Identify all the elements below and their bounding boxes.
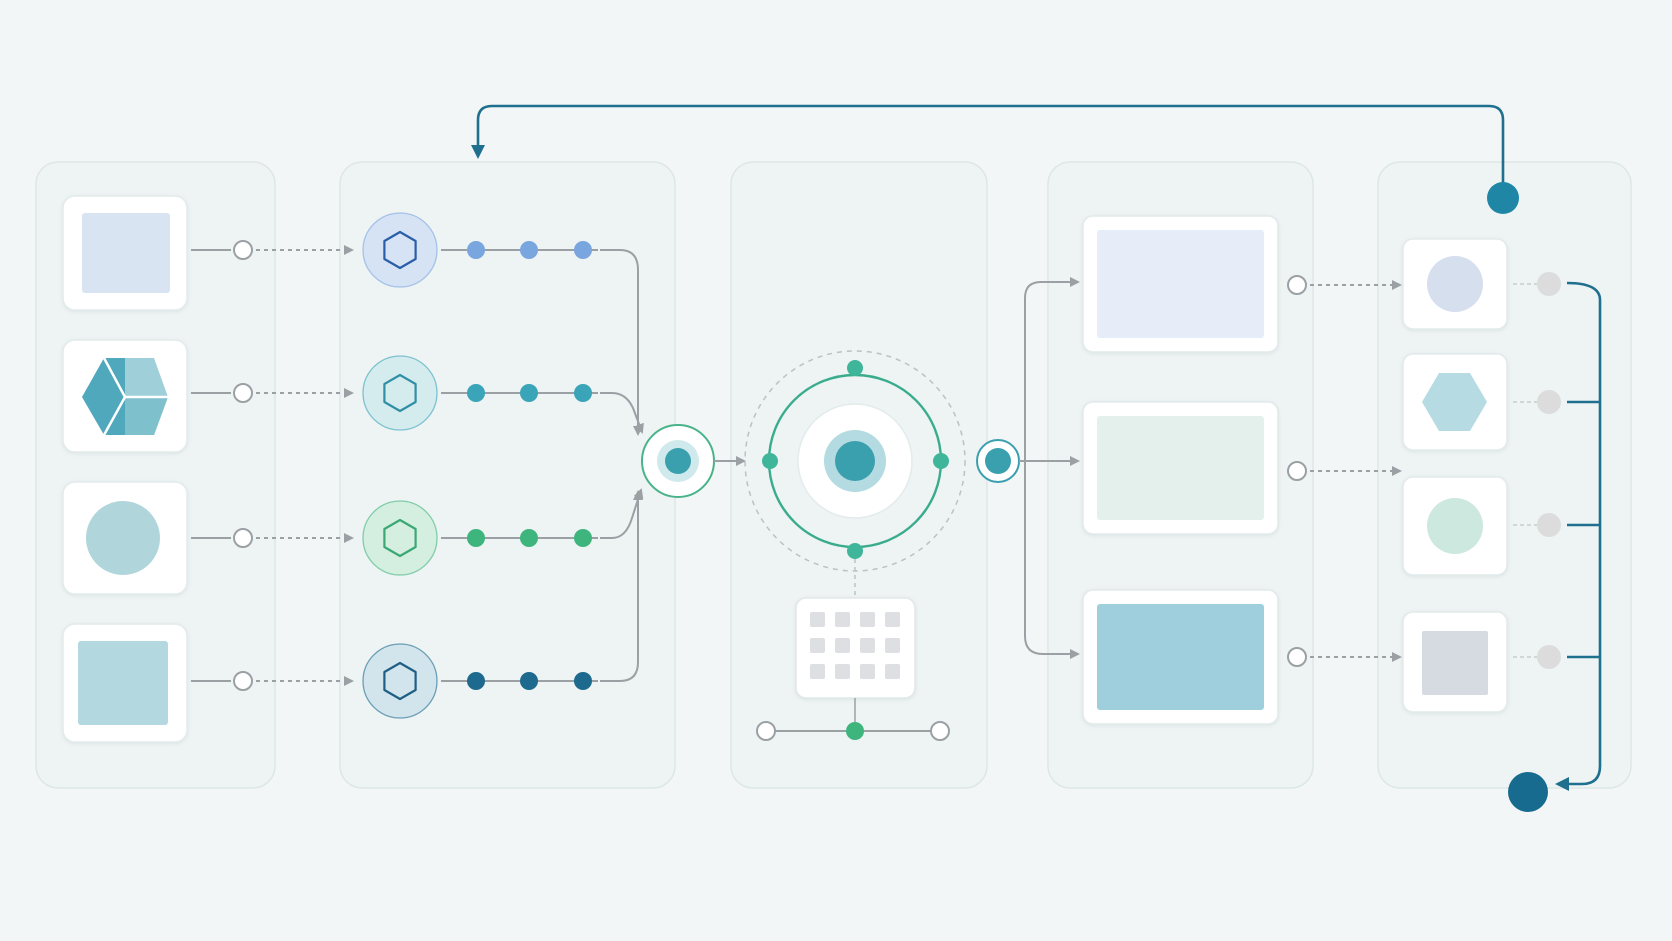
input-card-3 — [62, 481, 188, 595]
circle-icon — [1427, 498, 1483, 554]
hub-target-icon — [744, 350, 966, 572]
grid-icon — [795, 597, 916, 699]
processor-row-1 — [362, 212, 598, 288]
input-card-2 — [62, 339, 188, 453]
grid-cell — [885, 638, 900, 653]
square-icon — [82, 213, 170, 293]
cube-icon — [82, 357, 168, 436]
output-card-2 — [1082, 401, 1279, 535]
processor-row-4 — [362, 643, 598, 719]
processor-dot — [467, 672, 485, 690]
processor-dot — [520, 529, 538, 547]
square-icon — [78, 641, 168, 725]
final-output-node — [1508, 772, 1548, 812]
feedback-start-node — [1487, 182, 1519, 214]
processor-dot — [574, 384, 592, 402]
hexagon-icon — [1422, 373, 1487, 431]
processor-dot — [467, 241, 485, 259]
merge-node — [641, 424, 715, 498]
hub-slider-connector — [756, 698, 950, 741]
grid-cell — [860, 638, 875, 653]
split-connectors — [1019, 277, 1080, 659]
square-icon — [1422, 631, 1488, 695]
grid-cell — [810, 638, 825, 653]
result-card-1 — [1402, 238, 1508, 330]
merge-connectors — [600, 249, 644, 682]
processor-row-2 — [362, 355, 598, 431]
result-status-dots — [1513, 272, 1561, 669]
rectangle-icon — [1097, 604, 1264, 710]
circle-icon — [86, 501, 160, 575]
processor-dot — [520, 384, 538, 402]
grid-cell — [835, 638, 850, 653]
hexagon-icon — [362, 212, 438, 288]
result-card-2 — [1402, 353, 1508, 451]
grid-cell — [810, 664, 825, 679]
input-connectors — [191, 240, 354, 691]
hexagon-icon — [362, 355, 438, 431]
processor-dot — [520, 241, 538, 259]
processor-rows — [362, 212, 598, 719]
result-card-4 — [1402, 611, 1508, 713]
grid-cell — [835, 612, 850, 627]
processor-row-3 — [362, 500, 598, 576]
grid-cell — [810, 612, 825, 627]
hexagon-icon — [362, 500, 438, 576]
input-card-4 — [62, 623, 188, 743]
collector-connector — [1555, 281, 1602, 791]
processor-dot — [574, 529, 592, 547]
processor-dot — [467, 529, 485, 547]
rectangle-icon — [1097, 230, 1264, 338]
split-node — [976, 439, 1020, 483]
result-card-3 — [1402, 476, 1508, 576]
processor-dot — [574, 241, 592, 259]
output-connectors — [1287, 275, 1402, 667]
hexagon-icon — [362, 643, 438, 719]
processor-dot — [574, 672, 592, 690]
processor-dot — [520, 672, 538, 690]
grid-cell — [860, 664, 875, 679]
grid-cell — [860, 612, 875, 627]
circle-icon — [1427, 256, 1483, 312]
processor-dot — [467, 384, 485, 402]
input-card-1 — [62, 195, 188, 311]
grid-cell — [885, 612, 900, 627]
rectangle-icon — [1097, 416, 1264, 520]
grid-cell — [835, 664, 850, 679]
output-card-1 — [1082, 215, 1279, 353]
output-card-3 — [1082, 589, 1279, 725]
grid-cell — [885, 664, 900, 679]
feedback-loop-connector — [471, 104, 1505, 196]
